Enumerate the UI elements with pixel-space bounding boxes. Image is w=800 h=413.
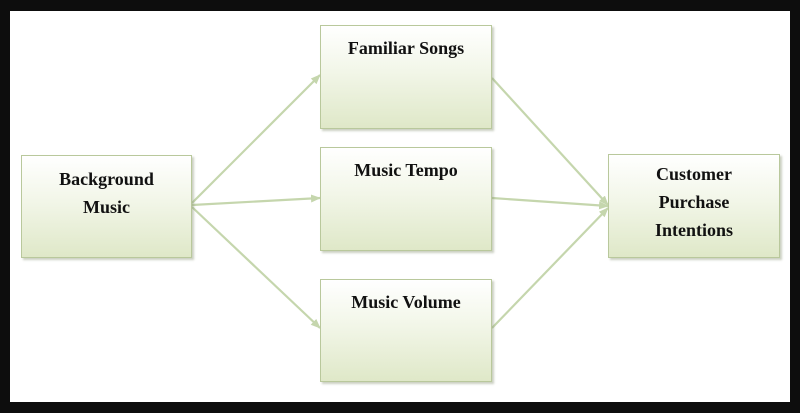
node-customer-line-3: Intentions xyxy=(654,220,734,240)
node-music-tempo: Music Tempo xyxy=(320,147,492,251)
node-customer-line-2: Purchase xyxy=(658,192,730,212)
node-music-tempo-label: Music Tempo xyxy=(354,160,458,180)
node-customer-purchase-intentions: Customer Purchase Intentions xyxy=(608,154,780,258)
node-background-music-line-1: Background xyxy=(59,169,154,189)
node-background-music: Background Music xyxy=(21,155,192,258)
node-familiar-songs-label: Familiar Songs xyxy=(347,38,465,58)
node-customer-line-1: Customer xyxy=(656,164,732,184)
node-music-volume-label: Music Volume xyxy=(351,292,461,312)
node-familiar-songs: Familiar Songs xyxy=(320,25,492,129)
node-background-music-line-2: Music xyxy=(83,197,130,217)
node-music-volume: Music Volume xyxy=(320,279,492,382)
